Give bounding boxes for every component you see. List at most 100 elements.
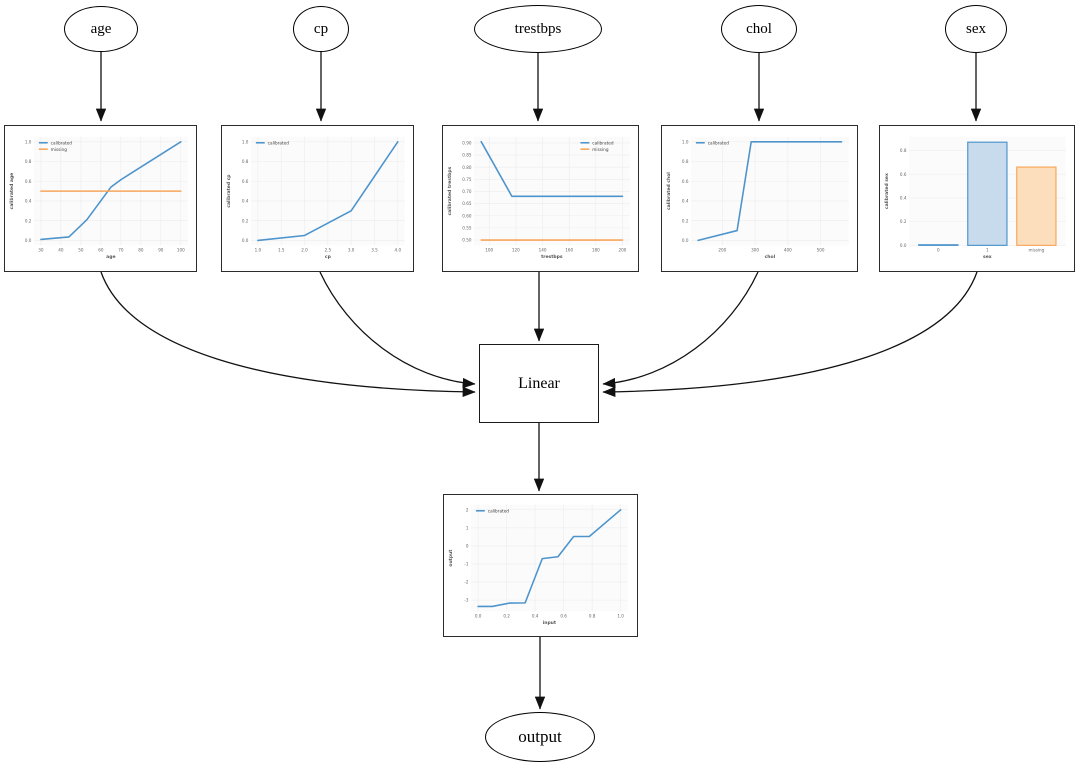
- svg-text:0.6: 0.6: [242, 179, 249, 184]
- svg-text:180: 180: [592, 247, 600, 252]
- svg-text:1.0: 1.0: [255, 247, 262, 252]
- svg-text:0.2: 0.2: [900, 219, 907, 224]
- svg-text:60: 60: [98, 247, 104, 252]
- svg-text:400: 400: [784, 247, 792, 252]
- svg-text:0.75: 0.75: [462, 177, 472, 182]
- svg-text:0.2: 0.2: [25, 218, 32, 223]
- svg-text:calibrated age: calibrated age: [9, 173, 15, 210]
- svg-text:1: 1: [466, 525, 469, 530]
- edge-cholcal-to-linear: [602, 271, 759, 389]
- svg-text:1.5: 1.5: [278, 247, 285, 252]
- svg-text:0: 0: [937, 247, 940, 252]
- svg-text:0.8: 0.8: [589, 613, 596, 618]
- svg-text:0.6: 0.6: [900, 172, 907, 177]
- edge-sexcal-to-linear: [602, 271, 978, 398]
- node-age: age: [64, 6, 138, 52]
- svg-text:0.8: 0.8: [682, 159, 689, 164]
- svg-text:160: 160: [565, 247, 573, 252]
- svg-text:sex: sex: [983, 255, 992, 260]
- svg-text:1.0: 1.0: [25, 139, 32, 144]
- svg-text:0.2: 0.2: [242, 218, 249, 223]
- svg-text:calibrated: calibrated: [51, 140, 73, 145]
- svg-text:0.6: 0.6: [682, 179, 689, 184]
- svg-text:0.0: 0.0: [242, 238, 249, 243]
- svg-text:30: 30: [38, 247, 44, 252]
- svg-text:output: output: [448, 549, 454, 567]
- node-sex-label: sex: [966, 20, 986, 37]
- node-sex: sex: [945, 5, 1007, 53]
- svg-text:calibrated: calibrated: [708, 140, 730, 145]
- svg-text:1.0: 1.0: [242, 139, 249, 144]
- svg-text:0.70: 0.70: [462, 189, 472, 194]
- svg-text:0.0: 0.0: [25, 238, 32, 243]
- node-chol-label: chol: [746, 20, 772, 37]
- svg-text:2.5: 2.5: [325, 247, 332, 252]
- svg-text:100: 100: [177, 247, 185, 252]
- svg-text:0: 0: [466, 543, 469, 548]
- svg-text:0.6: 0.6: [560, 613, 567, 618]
- svg-text:0.90: 0.90: [462, 140, 472, 145]
- svg-text:0.4: 0.4: [25, 199, 32, 204]
- svg-text:3.5: 3.5: [371, 247, 378, 252]
- node-chol: chol: [721, 5, 797, 53]
- svg-text:200: 200: [619, 247, 627, 252]
- svg-text:1.0: 1.0: [682, 139, 689, 144]
- svg-text:input: input: [543, 620, 557, 626]
- svg-text:0.80: 0.80: [462, 165, 472, 170]
- svg-text:70: 70: [118, 247, 124, 252]
- svg-text:100: 100: [485, 247, 493, 252]
- svg-text:-2: -2: [464, 580, 468, 585]
- svg-text:age: age: [106, 255, 115, 260]
- svg-text:0.55: 0.55: [462, 225, 472, 230]
- svg-text:-1: -1: [464, 562, 468, 567]
- node-cp: cp: [293, 6, 349, 52]
- svg-text:90: 90: [158, 247, 164, 252]
- svg-text:missing: missing: [1028, 247, 1044, 252]
- svg-text:50: 50: [78, 247, 84, 252]
- svg-text:calibrated: calibrated: [268, 140, 290, 145]
- svg-text:0.0: 0.0: [682, 238, 689, 243]
- edge-agecal-to-linear: [100, 271, 476, 398]
- svg-text:0.85: 0.85: [462, 153, 472, 158]
- svg-text:cp: cp: [325, 255, 332, 260]
- svg-text:2: 2: [466, 507, 469, 512]
- calibrator-plot-sex: 0 1 missing 0.0 0.2 0.4 0.6 0.8 sex calibrated se…: [879, 125, 1075, 272]
- node-output: output: [485, 712, 595, 762]
- svg-text:200: 200: [718, 247, 726, 252]
- svg-text:calibrated: calibrated: [592, 140, 614, 145]
- svg-text:3.0: 3.0: [348, 247, 355, 252]
- svg-text:0.4: 0.4: [532, 613, 539, 618]
- svg-text:trestbps: trestbps: [541, 254, 563, 260]
- svg-text:0.4: 0.4: [900, 195, 907, 200]
- svg-text:calibrated trestbps: calibrated trestbps: [447, 166, 453, 215]
- svg-text:calibrated cp: calibrated cp: [226, 174, 232, 208]
- svg-text:0.8: 0.8: [900, 148, 907, 153]
- svg-text:2.0: 2.0: [301, 247, 308, 252]
- svg-text:0.0: 0.0: [900, 243, 907, 248]
- svg-text:500: 500: [817, 247, 825, 252]
- svg-text:0.0: 0.0: [475, 613, 482, 618]
- svg-text:-3: -3: [464, 598, 468, 603]
- node-output-label: output: [518, 727, 562, 746]
- node-trestbps-label: trestbps: [514, 20, 562, 37]
- svg-text:1.0: 1.0: [617, 613, 624, 618]
- svg-text:4.0: 4.0: [395, 247, 402, 252]
- svg-text:40: 40: [58, 247, 64, 252]
- svg-text:80: 80: [138, 247, 144, 252]
- calibrator-plot-age: 30 40 50 60 70 80 90 100 0.0 0.2 0.4 0.6 0.8 1.0 age ca…: [4, 125, 197, 272]
- svg-text:0.2: 0.2: [503, 613, 510, 618]
- node-linear-label: Linear: [518, 374, 560, 392]
- node-trestbps: trestbps: [474, 5, 602, 53]
- svg-text:0.4: 0.4: [242, 199, 249, 204]
- svg-text:0.8: 0.8: [25, 159, 32, 164]
- svg-text:140: 140: [539, 247, 547, 252]
- svg-text:0.2: 0.2: [682, 218, 689, 223]
- svg-text:calibrated sex: calibrated sex: [884, 173, 890, 209]
- node-age-label: age: [90, 20, 112, 37]
- svg-text:0.6: 0.6: [25, 179, 32, 184]
- svg-text:1: 1: [986, 247, 989, 252]
